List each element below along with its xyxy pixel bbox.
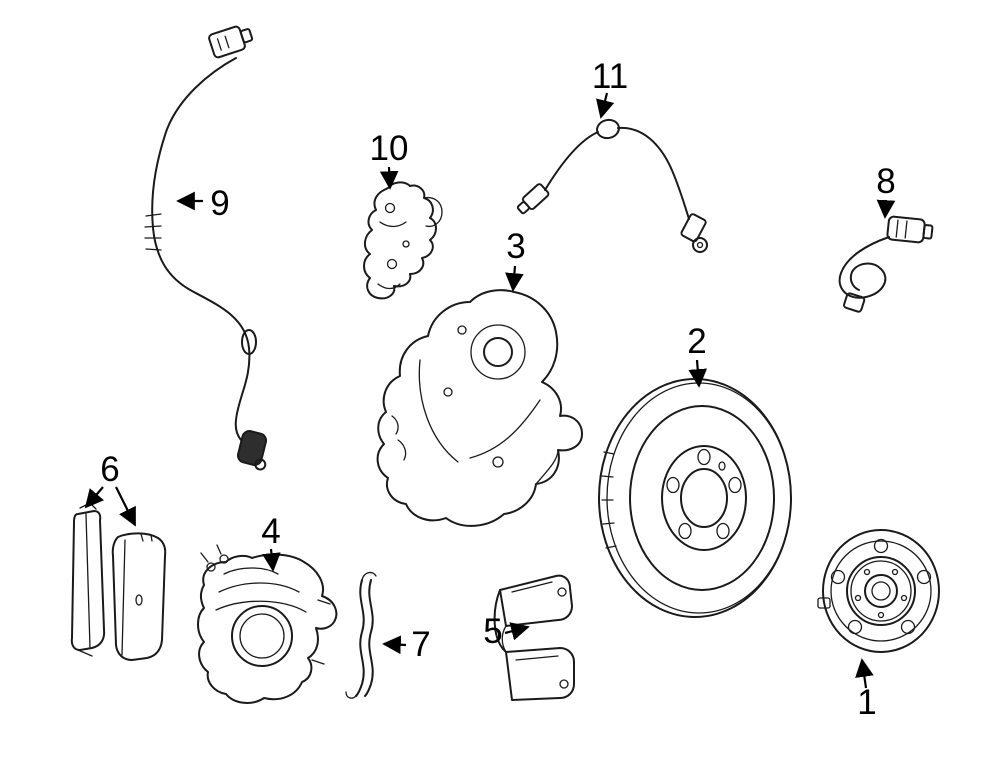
- leader-arrow-6a: [84, 486, 105, 509]
- leader-arrow-8: [876, 199, 896, 219]
- leader-arrow-4: [262, 548, 281, 572]
- part-label-11: 11: [592, 57, 628, 96]
- part-brake-pad-wear-sensor: 8: [838, 162, 934, 313]
- hose-end-fitting: [516, 183, 550, 215]
- part-label-3: 3: [506, 227, 525, 266]
- part-label-2: 2: [687, 322, 706, 361]
- part-brake-hose: 11: [516, 57, 708, 253]
- part-retaining-spring-clip: 7: [345, 571, 431, 699]
- part-label-5: 5: [483, 612, 502, 651]
- part-sensor-wire-bracket: 10: [363, 129, 443, 300]
- part-label-4: 4: [261, 512, 280, 551]
- part-label-8: 8: [876, 162, 895, 201]
- sensor-head: [236, 430, 268, 471]
- part-brake-splash-shield: 3: [376, 227, 583, 527]
- leader-arrow-3: [505, 265, 524, 292]
- leader-arrow-11: [596, 92, 615, 119]
- part-label-7: 7: [411, 625, 430, 664]
- part-brake-pad-set: 6: [70, 450, 167, 661]
- part-brake-caliper: 4: [197, 512, 338, 704]
- part-abs-wheel-speed-sensor: 9: [144, 25, 268, 471]
- leader-arrow-2: [688, 359, 708, 388]
- part-label-1: 1: [857, 683, 876, 722]
- part-label-6: 6: [100, 450, 119, 489]
- wear-sensor-tip: [843, 292, 866, 313]
- leader-arrow-5: [504, 622, 530, 641]
- part-label-9: 9: [210, 184, 229, 223]
- leader-arrow-10: [379, 166, 399, 190]
- hose-banjo-fitting: [680, 213, 707, 243]
- sensor-connector-plug: [208, 25, 254, 59]
- leader-arrow-6b: [115, 486, 136, 527]
- part-caliper-carrier-bracket: 5: [483, 574, 575, 701]
- leader-arrow-1: [855, 658, 874, 689]
- part-wheel-hub: 1: [817, 529, 940, 722]
- part-label-10: 10: [370, 129, 409, 168]
- part-brake-rotor: 2: [598, 322, 792, 618]
- leader-arrow-7: [382, 635, 407, 655]
- wear-sensor-connector: [886, 215, 934, 244]
